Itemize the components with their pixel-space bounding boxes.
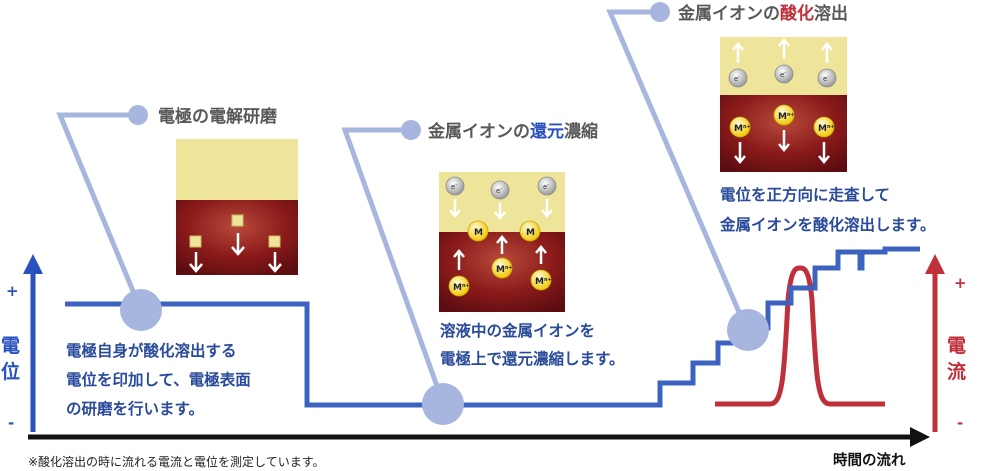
metal-atom-label: M: [474, 228, 483, 238]
step2-title: 金属イオンの還元濃縮: [427, 121, 598, 142]
current-minus-sign: -: [957, 414, 963, 432]
connector-line-step1: [60, 115, 140, 308]
step2-title-highlight: 還元: [530, 122, 564, 142]
marker-step3: [727, 309, 769, 351]
step3-title-suffix: 溶出: [814, 3, 848, 24]
step2-title-prefix: 金属イオンの: [427, 121, 530, 142]
potential-axis: + - 電 位: [1, 254, 43, 432]
step3-illustration: e- e- e- Mn+ Mn+ Mn+: [720, 37, 847, 172]
step2-description: 溶液中の金属イオンを 電極上で還元濃縮します。: [440, 321, 624, 368]
step3-description-line: 電位を正方向に走査して: [720, 185, 890, 204]
step1-description-line: 電位を印加して、電極表面: [66, 370, 251, 389]
step1-title: 電極の電解研磨: [158, 106, 278, 127]
time-axis-label: 時間の流れ: [833, 451, 906, 469]
current-label-char2: 流: [947, 360, 966, 383]
connector-dot-step1: [128, 105, 148, 125]
step2-description-line: 溶液中の金属イオンを: [440, 321, 595, 340]
step3-title: 金属イオンの酸化溶出: [677, 3, 848, 24]
footnote: ※酸化溶出の時に流れる電流と電位を測定しています。: [28, 454, 325, 469]
potential-minus-sign: -: [8, 414, 14, 432]
step2-title-suffix: 濃縮: [564, 121, 598, 142]
step3-description: 電位を正方向に走査して 金属イオンを酸化溶出します。: [719, 185, 935, 234]
potential-axis-arrowhead: [23, 254, 43, 274]
step1-description-line: の研磨を行います。: [66, 399, 204, 418]
step1-illustration: [176, 139, 298, 275]
metal-atom-label: M: [526, 228, 535, 238]
time-axis-arrowhead: [910, 427, 930, 447]
step3-title-highlight: 酸化: [780, 3, 814, 24]
connector-dot-step3: [650, 2, 670, 22]
potential-plus-sign: +: [6, 282, 19, 300]
step2-description-line: 電極上で還元濃縮します。: [440, 349, 624, 368]
step1-metal-cube: [269, 236, 280, 247]
current-label-char1: 電: [947, 335, 966, 357]
marker-step1: [120, 289, 162, 331]
connector-dot-step2: [401, 120, 421, 140]
step1-group: 電極の電解研磨 電極自身が酸化溶出する 電位を印加して、電極表面 の研磨を行いま…: [66, 106, 298, 418]
marker-step2: [422, 383, 464, 425]
potential-label-char2: 位: [1, 360, 20, 383]
step2-group: 金属イオンの還元濃縮 e- e- e- M M: [427, 121, 624, 368]
step1-description: 電極自身が酸化溶出する 電位を印加して、電極表面 の研磨を行います。: [66, 341, 251, 418]
step3-title-prefix: 金属イオンの: [677, 3, 780, 24]
step1-description-line: 電極自身が酸化溶出する: [66, 341, 237, 360]
potential-label-char1: 電: [1, 335, 20, 357]
current-plus-sign: +: [954, 274, 967, 292]
step1-metal-cube: [232, 215, 243, 226]
step1-solution-layer: [176, 139, 298, 200]
step2-illustration: e- e- e- M M Mn+ Mn+ Mn+: [439, 172, 565, 312]
step3-group: 金属イオンの酸化溶出 e- e- e- Mn+ Mn+ Mn+: [677, 3, 935, 234]
current-axis: + - 電 流: [925, 254, 967, 432]
connector-line-step2: [345, 130, 442, 400]
step3-description-line: 金属イオンを酸化溶出します。: [719, 215, 935, 234]
current-axis-arrowhead: [925, 254, 945, 274]
step1-metal-cube: [190, 236, 201, 247]
